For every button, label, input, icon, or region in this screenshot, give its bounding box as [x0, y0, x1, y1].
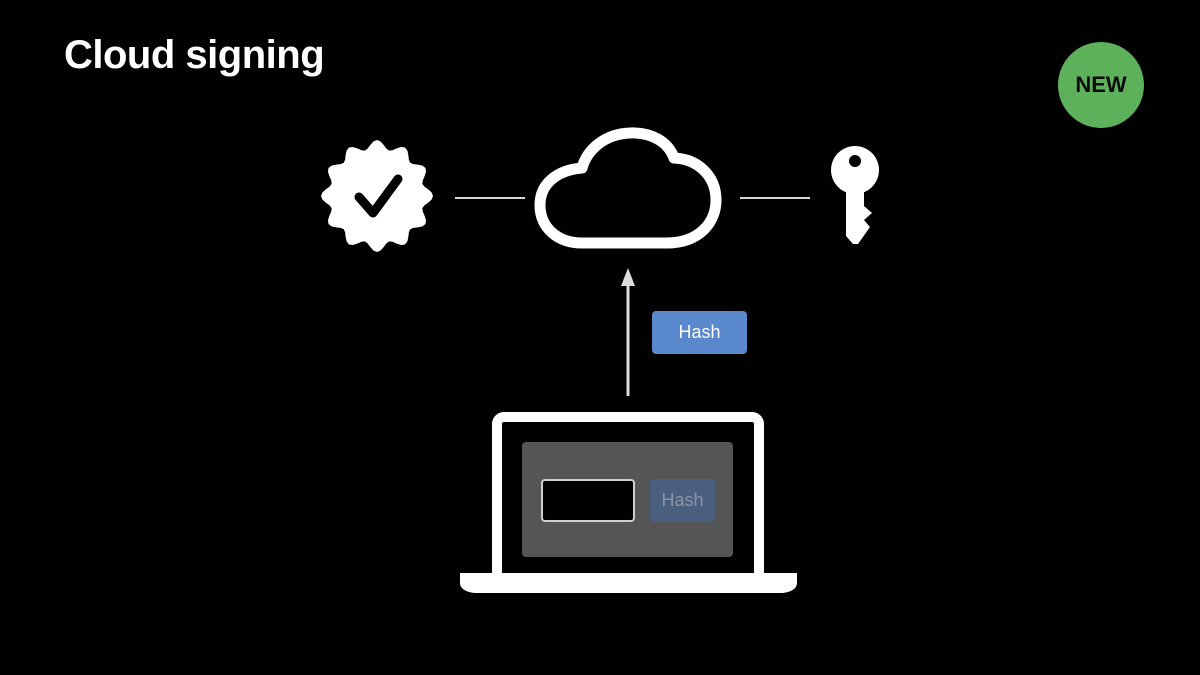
slide-title: Cloud signing: [64, 33, 325, 77]
laptop-hash-button: Hash: [650, 479, 715, 522]
cloud-icon: [534, 127, 722, 249]
verified-badge-icon: [321, 140, 433, 252]
hash-upload-label: Hash: [652, 311, 747, 354]
key-icon: [831, 146, 879, 244]
laptop-text-field: [541, 479, 635, 522]
connector-line-left: [455, 197, 525, 199]
new-badge: NEW: [1058, 42, 1144, 128]
upload-arrow: [621, 268, 635, 396]
laptop-icon: [460, 412, 797, 593]
connector-line-right: [740, 197, 810, 199]
